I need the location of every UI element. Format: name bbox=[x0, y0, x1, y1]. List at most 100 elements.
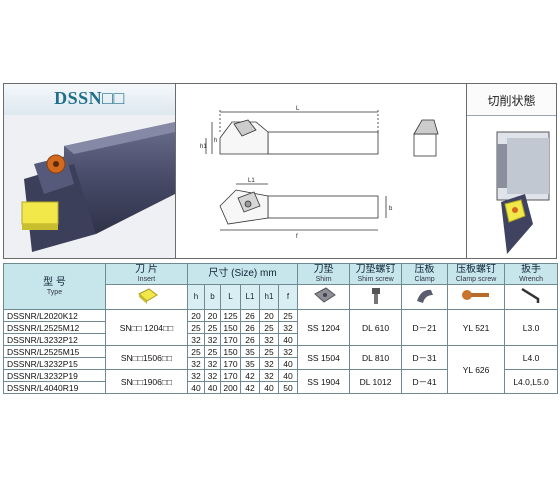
dim-cell: 125 bbox=[220, 309, 241, 322]
label-L1: L1 bbox=[248, 178, 255, 184]
dim-cell: 25 bbox=[187, 345, 205, 358]
dim-cell: 32 bbox=[204, 357, 221, 370]
type-cell: DSSNR/L4040R19 bbox=[3, 381, 106, 394]
product-photo-panel: DSSN□□ bbox=[4, 84, 176, 258]
dim-cell: 42 bbox=[240, 369, 260, 382]
table-row: DSSNR/L3232P19 SN□□1906□□ 32 32 170 42 3… bbox=[3, 369, 559, 394]
dim-cell: 40 bbox=[277, 369, 299, 382]
dim-cell: 26 bbox=[240, 309, 260, 322]
dim-cell: 20 bbox=[187, 309, 205, 322]
dim-cell: 35 bbox=[240, 357, 260, 370]
type-header: 型 号 Type bbox=[3, 263, 106, 310]
dimension-subheader-row: h b L L1 h1 f bbox=[4, 284, 558, 310]
dim-cell: 40 bbox=[277, 357, 299, 370]
clamp-icon bbox=[401, 284, 449, 310]
illustration-row: DSSN□□ bbox=[3, 83, 557, 259]
wrench-header: 扳手 Wrench bbox=[504, 263, 559, 285]
dim-cell: 20 bbox=[259, 309, 279, 322]
label-f: f bbox=[296, 234, 298, 240]
type-cell: DSSNR/L3232P12 bbox=[3, 333, 106, 346]
insert-cell: SN□□ 1204□□ bbox=[105, 309, 188, 346]
dim-cell: 32 bbox=[259, 357, 279, 370]
insert-cell: SN□□1506□□ bbox=[105, 345, 188, 370]
dim-cell: 32 bbox=[277, 321, 299, 334]
dim-cell: 150 bbox=[220, 321, 241, 334]
clamp-screw-icon bbox=[447, 284, 506, 310]
dim-cell: 20 bbox=[204, 309, 221, 322]
dim-h1-header: h1 bbox=[259, 284, 279, 310]
dim-cell: 150 bbox=[220, 345, 241, 358]
dim-L1-header: L1 bbox=[240, 284, 260, 310]
dim-h-header: h bbox=[187, 284, 205, 310]
insert-header: 刀 片 Insert bbox=[105, 263, 188, 285]
technical-drawing-panel: L L1 h1 h f b bbox=[176, 84, 467, 258]
dim-cell: 32 bbox=[187, 357, 205, 370]
clamp-screw-header: 压板螺钉 Clamp screw bbox=[447, 263, 506, 285]
table-row: DSSNR/L2020K12 SN□□ 1204□□ 20 20 125 26 … bbox=[3, 309, 559, 346]
dim-cell: 32 bbox=[187, 333, 205, 346]
dim-cell: 35 bbox=[240, 345, 260, 358]
shim-cell: SS 1904 bbox=[297, 369, 351, 394]
shim-screw-cell: DL 610 bbox=[349, 309, 403, 346]
dim-cell: 200 bbox=[220, 381, 241, 394]
dim-cell: 32 bbox=[204, 369, 221, 382]
clamp-cell: D－31 bbox=[401, 345, 449, 370]
dimension-drawing: L L1 h1 h f b bbox=[200, 106, 439, 240]
size-header: 尺寸 (Size) mm bbox=[186, 263, 299, 285]
dim-cell: 32 bbox=[187, 369, 205, 382]
series-title: DSSN□□ bbox=[54, 88, 125, 108]
dim-cell: 32 bbox=[259, 369, 279, 382]
shim-screw-icon bbox=[349, 284, 403, 310]
dim-cell: 25 bbox=[259, 321, 279, 334]
dim-cell: 26 bbox=[240, 321, 260, 334]
wrench-icon bbox=[504, 284, 559, 310]
header-row: 型 号 Type 刀 片 Insert 尺寸 (Size) mm 刀垫 Shim… bbox=[3, 263, 559, 310]
cutting-state-title: 切削状態 bbox=[487, 94, 536, 108]
label-h1: h1 bbox=[200, 144, 207, 150]
title-band: DSSN□□ bbox=[4, 84, 175, 116]
shim-screw-cell: DL 810 bbox=[349, 345, 403, 370]
wrench-cell: L4.0 bbox=[504, 345, 559, 370]
dim-cell: 25 bbox=[277, 309, 299, 322]
shim-header: 刀垫 Shim bbox=[297, 263, 351, 285]
clamp-cell: D－41 bbox=[401, 369, 449, 394]
wrench-cell: L4.0,L5.0 bbox=[504, 369, 559, 394]
type-cell: DSSNR/L2020K12 bbox=[3, 309, 106, 322]
dim-cell: 170 bbox=[220, 333, 241, 346]
shim-screw-cell: DL 1012 bbox=[349, 369, 403, 394]
insert-cell: SN□□1906□□ bbox=[105, 369, 188, 394]
dim-cell: 50 bbox=[277, 381, 299, 394]
dim-cell: 170 bbox=[220, 369, 241, 382]
dim-cell: 40 bbox=[277, 333, 299, 346]
specification-table: 型 号 Type 刀 片 Insert 尺寸 (Size) mm 刀垫 Shim… bbox=[3, 263, 559, 394]
dim-cell: 170 bbox=[220, 357, 241, 370]
type-cell: DSSNR/L2525M12 bbox=[3, 321, 106, 334]
type-cell: DSSNR/L2525M15 bbox=[3, 345, 106, 358]
type-cell: DSSNR/L3232P19 bbox=[3, 369, 106, 382]
table-row: DSSNR/L4040R19 40 40 200 42 40 50 bbox=[3, 381, 558, 394]
cutting-state-panel: 切削状態 bbox=[467, 84, 556, 258]
shim-cell: SS 1204 bbox=[297, 309, 351, 346]
label-L: L bbox=[296, 106, 300, 112]
dim-cell: 42 bbox=[240, 381, 260, 394]
clamp-header: 压板 Clamp bbox=[401, 263, 449, 285]
shim-icon bbox=[297, 284, 351, 310]
dim-cell: 40 bbox=[187, 381, 205, 394]
dim-cell: 40 bbox=[259, 381, 279, 394]
shim-screw-header: 刀垫螺钉 Shim screw bbox=[349, 263, 403, 285]
cutting-state-image bbox=[496, 131, 550, 254]
table-row: DSSNR/L2525M15 SN□□1506□□ 25 25 150 35 2… bbox=[3, 345, 559, 394]
label-h: h bbox=[214, 138, 217, 144]
type-cell: DSSNR/L3232P15 bbox=[3, 357, 106, 370]
dim-b-header: b bbox=[204, 284, 221, 310]
dim-cell: 32 bbox=[204, 333, 221, 346]
clamp-screw-cell: YL 626 bbox=[447, 345, 506, 394]
tool-holder-photo bbox=[4, 115, 175, 258]
shim-cell: SS 1504 bbox=[297, 345, 351, 370]
dim-f-header: f bbox=[277, 284, 299, 310]
dim-cell: 32 bbox=[277, 345, 299, 358]
dim-cell: 32 bbox=[259, 333, 279, 346]
catalog-sheet: DSSN□□ bbox=[3, 83, 559, 431]
cutting-state-band: 切削状態 bbox=[467, 84, 556, 116]
dim-cell: 40 bbox=[204, 381, 221, 394]
